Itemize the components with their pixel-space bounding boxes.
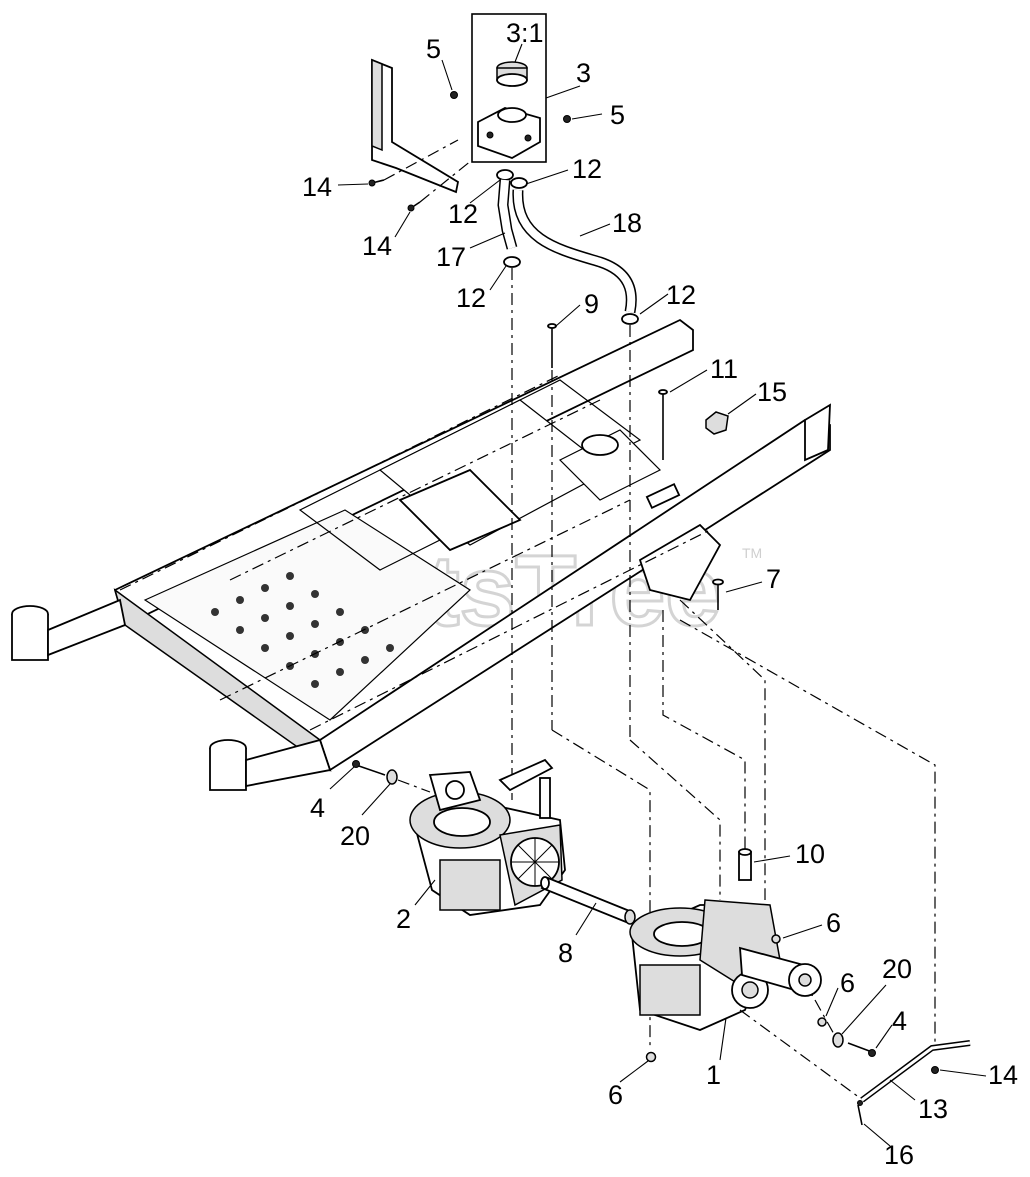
callout-14-a: 14 <box>302 172 332 202</box>
nut-6-middle[interactable] <box>817 1017 827 1027</box>
callout-16: 16 <box>884 1140 914 1170</box>
cotter-pin-16[interactable] <box>857 1100 863 1126</box>
washer-20-left[interactable] <box>386 769 398 785</box>
callout-12-lower-left: 12 <box>456 283 486 313</box>
screw-5-left[interactable] <box>450 91 458 99</box>
callout-12-lower-right: 12 <box>666 280 696 310</box>
callout-6-middle: 6 <box>840 968 855 998</box>
callout-20-left: 20 <box>340 821 370 851</box>
assembly-guide-lines <box>119 268 936 1050</box>
callout-15: 15 <box>757 377 787 407</box>
watermark-trademark: TM <box>742 545 762 561</box>
hose-clamp-12-c[interactable] <box>503 256 521 268</box>
axle-8[interactable] <box>540 876 636 925</box>
nut-6-upper[interactable] <box>771 934 781 944</box>
callout-12-upper-right: 12 <box>572 154 602 184</box>
callout-13: 13 <box>918 1094 948 1124</box>
screw-14-a[interactable] <box>368 179 385 187</box>
pin-7[interactable] <box>712 578 724 611</box>
callout-14-b: 14 <box>362 231 392 261</box>
transaxle-1[interactable] <box>629 899 822 1031</box>
bolt-9[interactable] <box>547 323 557 368</box>
screw-14-b[interactable] <box>407 201 421 212</box>
callout-3-1: 3:1 <box>506 18 544 48</box>
screw-14-c[interactable] <box>931 1066 939 1074</box>
callout-4-left: 4 <box>310 793 325 823</box>
reservoir-bracket[interactable] <box>371 58 460 194</box>
screw-5-right[interactable] <box>563 115 571 123</box>
callout-12-upper-left: 12 <box>448 199 478 229</box>
hose-clamp-12-b[interactable] <box>510 177 528 189</box>
nut-6-lower[interactable] <box>645 1051 657 1063</box>
nut-15[interactable] <box>705 411 729 435</box>
pin-10[interactable] <box>738 848 752 881</box>
callout-10: 10 <box>795 839 825 869</box>
callout-5-right: 5 <box>610 100 625 130</box>
washer-20-right[interactable] <box>832 1032 844 1048</box>
callout-18: 18 <box>612 208 642 238</box>
callout-14-c: 14 <box>988 1060 1018 1090</box>
callout-3: 3 <box>576 58 591 88</box>
reservoir-box <box>471 13 547 163</box>
callout-labels: 3:1 3 5 5 12 12 14 14 17 18 12 12 9 11 1… <box>302 18 1018 1170</box>
callout-20-right: 20 <box>882 954 912 984</box>
transaxle-2[interactable] <box>409 758 566 916</box>
leader-lines <box>329 43 987 1147</box>
callout-5-left: 5 <box>426 34 441 64</box>
reservoir-tank[interactable] <box>477 107 541 159</box>
bolt-11[interactable] <box>658 389 668 460</box>
callout-11: 11 <box>710 354 738 384</box>
callout-4-right: 4 <box>892 1006 907 1036</box>
callout-6-upper: 6 <box>826 908 841 938</box>
callout-7: 7 <box>766 564 781 594</box>
callout-17: 17 <box>436 242 466 272</box>
hose-clamp-12-a[interactable] <box>496 169 514 181</box>
callout-9: 9 <box>584 289 599 319</box>
callout-8: 8 <box>558 938 573 968</box>
bolt-4-right[interactable] <box>847 1042 876 1057</box>
bolt-4-left[interactable] <box>352 760 386 776</box>
rod-13[interactable] <box>860 1040 971 1103</box>
mower-frame <box>11 318 831 791</box>
callout-2: 2 <box>396 904 411 934</box>
reservoir-cap[interactable] <box>496 61 528 87</box>
hose-clamp-12-d[interactable] <box>621 313 639 325</box>
callout-6-lower: 6 <box>608 1080 623 1110</box>
callout-1: 1 <box>706 1060 721 1090</box>
